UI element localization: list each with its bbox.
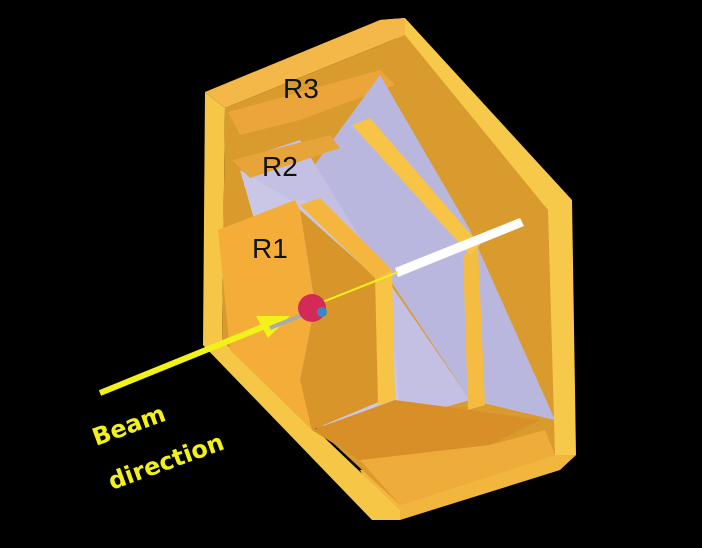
label-r2: R2	[262, 151, 298, 182]
outer-frame-left-face	[203, 92, 400, 520]
r3-shelf	[228, 70, 395, 135]
vertical-bar-front	[375, 268, 395, 405]
bottom-tray-front	[360, 430, 555, 505]
target-core	[317, 307, 327, 317]
bottom-tray	[312, 400, 540, 460]
panel-r1-shadow	[300, 210, 395, 430]
panel-r1	[218, 200, 315, 430]
diagonal-strip-lower	[300, 198, 392, 280]
beam-line	[314, 271, 399, 306]
r2-shelf	[232, 135, 340, 178]
diagonal-strip-upper	[352, 118, 480, 255]
label-r3: R3	[283, 73, 319, 104]
beam-arrow-shaft	[98, 319, 277, 396]
outer-frame-right-face	[380, 18, 576, 470]
beam-pipe	[395, 218, 524, 277]
target-holder	[269, 312, 306, 330]
vertical-bar-right	[463, 248, 485, 410]
outer-frame-top-face	[205, 18, 405, 108]
vane-r3	[300, 75, 555, 420]
label-r1: R1	[252, 233, 288, 264]
